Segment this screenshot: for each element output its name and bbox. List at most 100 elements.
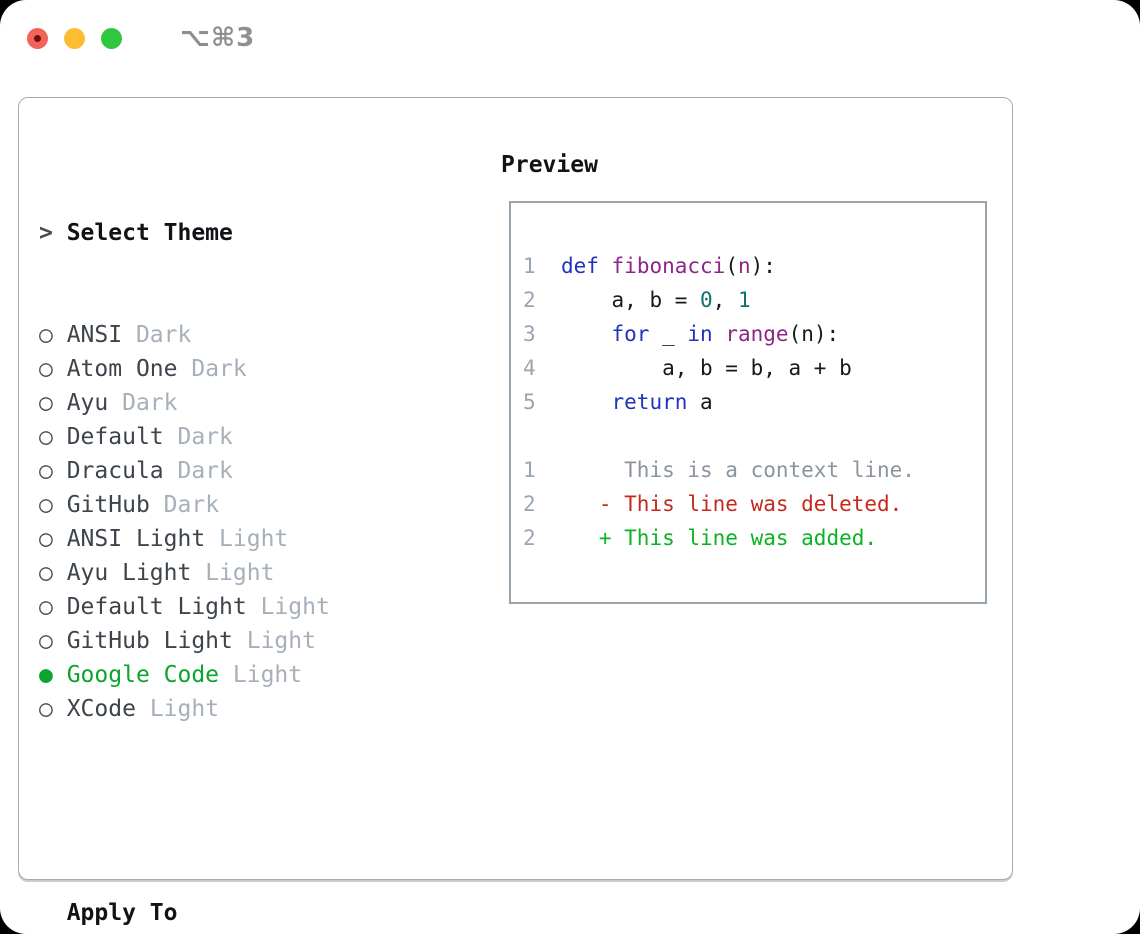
code-token-pl: _ [649,322,688,346]
code-token-pl: , [712,288,738,312]
theme-option-dracula[interactable]: ○ Dracula Dark [39,454,427,488]
code-token-fn: n [737,254,751,278]
radio-icon: ○ [39,492,67,518]
theme-picker-panel: > Select Theme ○ ANSI Dark○ Atom One Dar… [18,97,1013,926]
close-button[interactable] [27,27,48,49]
line-number: 3 [523,322,561,346]
code-token-pl: a [687,390,713,414]
theme-list-section: > Select Theme ○ ANSI Dark○ Atom One Dar… [39,148,427,934]
line-number [523,424,561,448]
theme-name: ANSI Light [66,526,206,552]
theme-name: GitHub Light [66,628,233,654]
code-token-pl: a, b = [560,288,701,312]
theme-variant: Dark [135,322,192,348]
window-titlebar: ⌥⌘3 [27,23,256,53]
radio-icon: ○ [39,390,67,416]
code-token-pl [561,390,612,414]
theme-variant: Light [246,628,316,654]
theme-variant: Light [149,696,220,722]
theme-variant: Dark [163,492,220,518]
theme-option-google-code[interactable]: ● Google Code Light [39,658,427,692]
code-line: 1 def fibonacci(n): [523,249,985,283]
theme-option-atom-one[interactable]: ○ Atom One Dark [39,352,427,386]
theme-variant: Light [232,662,303,688]
code-line: 2 - This line was deleted. [523,487,985,521]
theme-option-ayu-light[interactable]: ○ Ayu Light Light [39,556,427,590]
radio-icon: ○ [39,458,67,484]
theme-option-xcode[interactable]: ○ XCode Light [39,692,427,726]
theme-option-ansi[interactable]: ○ ANSI Dark [39,318,427,352]
code-token-kw: in [687,322,713,346]
theme-option-github-light[interactable]: ○ GitHub Light Light [39,624,427,658]
theme-variant: Light [205,560,275,586]
theme-name: XCode [66,696,136,722]
radio-icon: ○ [39,526,67,552]
theme-name: Default [66,424,164,450]
theme-name: Ayu Light [66,560,192,586]
indent-spacer [39,900,67,926]
theme-option-default-light[interactable]: ○ Default Light Light [39,590,427,624]
select-theme-title: Select Theme [66,220,233,246]
radio-icon: ○ [39,628,67,654]
code-line: 4 a, b = b, a + b [523,351,985,385]
theme-name: ANSI [66,322,123,348]
select-theme-header: > Select Theme [39,216,427,250]
theme-name: Default Light [66,594,247,620]
line-number: 1 [523,254,561,278]
maximize-button[interactable] [101,27,122,49]
code-token-del: - This line was deleted. [560,492,903,516]
code-token-add: + This line was added. [560,526,878,550]
radio-icon: ○ [39,356,67,382]
theme-list: ○ ANSI Dark○ Atom One Dark○ Ayu Dark○ De… [39,318,427,726]
line-number: 2 [523,288,561,312]
line-number: 2 [523,492,561,516]
radio-icon: ○ [39,696,67,722]
theme-variant: Light [219,526,289,552]
code-token-fn: fibonacci [611,254,726,278]
theme-variant: Dark [177,424,233,450]
radio-icon: ○ [39,322,67,348]
theme-name: GitHub [66,492,150,518]
code-token-kw: for [611,322,650,346]
code-line: 2 a, b = 0, 1 [523,283,985,317]
keyboard-shortcut-label: ⌥⌘3 [180,23,256,53]
theme-variant: Dark [122,390,178,416]
code-line [523,419,985,453]
preview-title: Preview [501,152,598,178]
radio-icon: ○ [39,560,67,586]
theme-name: Ayu [66,390,109,416]
apply-to-title: Apply To [66,900,178,926]
spacer [39,794,427,828]
radio-selected-icon: ● [39,662,67,688]
code-token-pl [599,254,612,278]
radio-icon: ○ [39,594,67,620]
theme-variant: Light [260,594,330,620]
line-number: 5 [523,390,561,414]
theme-option-default[interactable]: ○ Default Dark [39,420,427,454]
code-line: 1 This is a context line. [523,453,985,487]
code-token-lit: 0 [700,288,713,312]
theme-option-ayu[interactable]: ○ Ayu Dark [39,386,427,420]
apply-to-header: Apply To [39,896,427,930]
focus-caret-icon: > [39,220,67,246]
theme-option-ansi-light[interactable]: ○ ANSI Light Light [39,522,427,556]
line-number: 2 [523,526,561,550]
code-token-pl [713,322,726,346]
theme-option-github[interactable]: ○ GitHub Dark [39,488,427,522]
code-line: 3 for _ in range(n): [523,317,985,351]
minimize-button[interactable] [64,27,85,49]
preview-section: Preview 1 def fibonacci(n):2 a, b = 0, 1… [501,148,987,604]
code-token-pl: ): [750,254,776,278]
code-token-pl: ( [725,254,738,278]
line-number: 1 [523,458,561,482]
code-token-pl: (n): [788,322,840,346]
code-token-pl: a, b = b, a + b [560,356,852,380]
code-token-kw: def [560,254,599,278]
close-dot-icon [34,34,41,42]
theme-variant: Dark [191,356,247,382]
code-token-pl [561,322,612,346]
radio-icon: ○ [39,424,67,450]
